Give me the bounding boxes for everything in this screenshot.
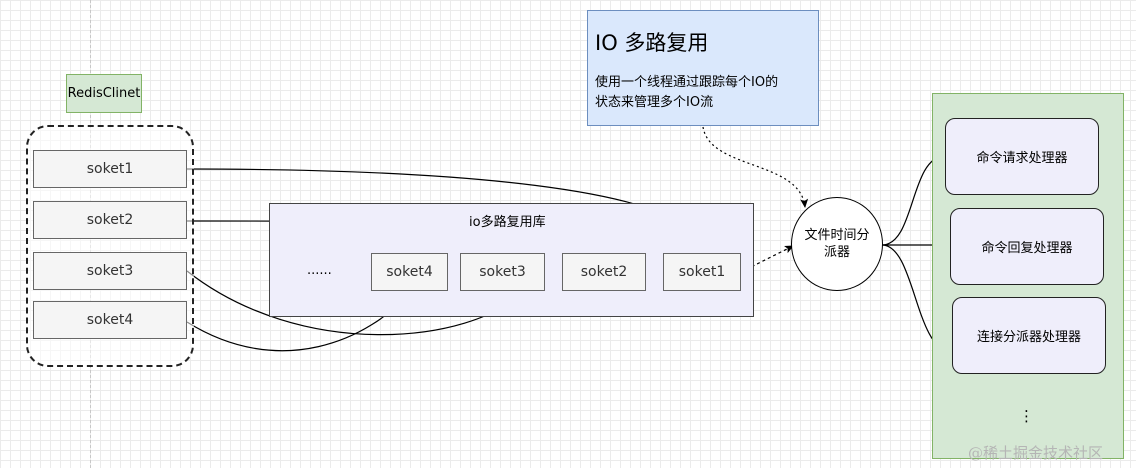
client-label: RedisClinet	[66, 74, 142, 113]
more-handlers-ellipsis: ⋮	[1019, 407, 1034, 425]
connection-dispatcher-handler[interactable]: 连接分派器处理器	[952, 297, 1106, 374]
note-title: IO 多路复用	[595, 31, 709, 55]
library-title: io多路复用库	[469, 215, 546, 230]
edge-note-to-dispatcher	[702, 126, 809, 208]
client-socket-3[interactable]: soket3	[33, 252, 187, 290]
library-ellipsis: ......	[307, 263, 332, 278]
dispatcher-label-line-2: 派器	[823, 245, 850, 260]
note-description: 使用一个线程通过跟踪每个IO的 状态来管理多个IO流	[595, 73, 778, 113]
command-reply-handler[interactable]: 命令回复处理器	[950, 208, 1104, 285]
edge-queue-to-dispatcher	[740, 245, 794, 273]
command-request-handler[interactable]: 命令请求处理器	[945, 118, 1099, 195]
note-description-line-1: 使用一个线程通过跟踪每个IO的	[595, 75, 779, 90]
file-event-dispatcher[interactable]: 文件时间分 派器	[791, 197, 883, 291]
client-socket-2[interactable]: soket2	[33, 201, 187, 239]
watermark: @稀土掘金技术社区	[968, 444, 1104, 462]
queue-socket-4[interactable]: soket4	[371, 253, 448, 291]
io-multiplexing-note: IO 多路复用 使用一个线程通过跟踪每个IO的 状态来管理多个IO流	[587, 10, 819, 126]
queue-socket-3[interactable]: soket3	[460, 253, 545, 291]
client-socket-4[interactable]: soket4	[33, 301, 187, 339]
queue-socket-1[interactable]: soket1	[663, 253, 741, 291]
client-socket-1[interactable]: soket1	[33, 150, 187, 188]
note-description-line-2: 状态来管理多个IO流	[595, 95, 714, 110]
dispatcher-label-line-1: 文件时间分	[804, 228, 870, 243]
queue-socket-2[interactable]: soket2	[562, 253, 646, 291]
